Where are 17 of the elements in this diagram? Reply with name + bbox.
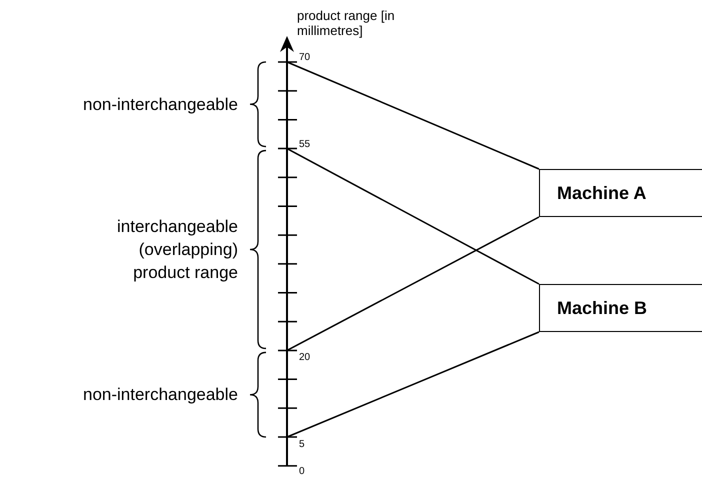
machine-box (539, 284, 702, 332)
connector-line (286, 61, 540, 170)
machine-label: Machine A (557, 182, 646, 204)
connector-line (286, 148, 540, 285)
tick-label: 20 (299, 352, 310, 364)
text-label: 0 (299, 466, 306, 478)
machine-box (539, 169, 702, 217)
tick-label: 55 (299, 138, 310, 151)
machine-label: Machine B (557, 298, 648, 318)
tick-label: 70 (299, 52, 310, 64)
text-label: interchangeable (overlapping) product range (116, 216, 238, 284)
tick-label: 5 (299, 439, 305, 451)
text-label: non-interchangeable (82, 94, 238, 115)
connector-line (286, 331, 540, 438)
connector-line (286, 216, 540, 352)
text-label: non-interchangeable (82, 384, 238, 405)
text-label: product range [in millimetres] (297, 8, 396, 38)
